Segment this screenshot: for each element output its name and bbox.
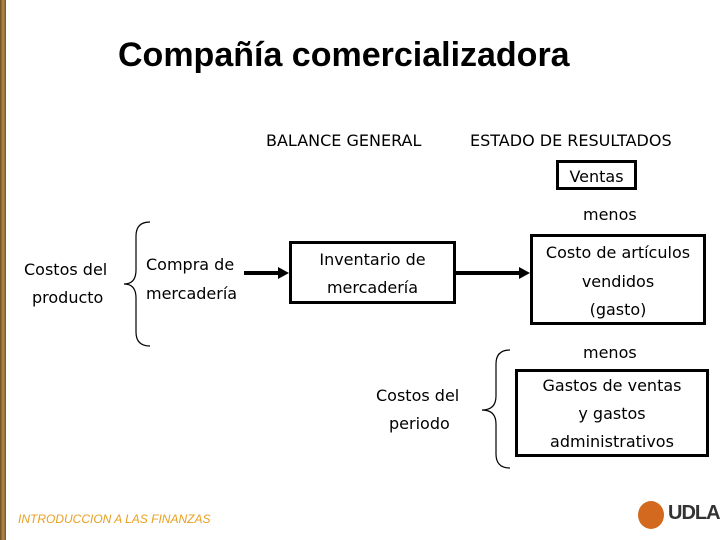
left-edge-decoration — [0, 0, 6, 540]
header-resultados: ESTADO DE RESULTADOS — [470, 131, 672, 150]
inventario-box: Inventario de mercadería — [289, 241, 456, 304]
gastos-line2: y gastos — [578, 404, 646, 423]
menos-label-2: menos — [583, 343, 637, 362]
ventas-label: Ventas — [569, 167, 624, 186]
menos-label: menos — [583, 205, 637, 224]
gastos-line1: Gastos de ventas — [542, 376, 682, 395]
compra-line1: Compra de — [146, 255, 235, 274]
costo-line3: (gasto) — [589, 300, 647, 319]
inventario-line2: mercadería — [326, 278, 419, 297]
costos-producto-line1: Costos del — [24, 260, 108, 279]
costo-line2: vendidos — [581, 272, 655, 291]
arrowhead-icon — [519, 267, 530, 279]
header-balance: BALANCE GENERAL — [266, 131, 422, 150]
gastos-box: Gastos de ventas y gastos administrativo… — [515, 369, 709, 457]
ventas-box: Ventas — [556, 160, 637, 190]
logo-mark-icon — [638, 501, 664, 529]
costo-line1: Costo de artículos — [545, 243, 691, 262]
udla-logo: UDLA — [638, 500, 720, 532]
brace-costos-producto — [123, 221, 151, 347]
costos-periodo-line1: Costos del — [376, 386, 460, 405]
costos-periodo-line2: periodo — [389, 414, 450, 433]
compra-line2: mercadería — [146, 284, 238, 303]
inventario-line1: Inventario de — [319, 250, 426, 269]
logo-text: UDLA — [668, 502, 720, 524]
costo-articulos-box: Costo de artículos vendidos (gasto) — [530, 234, 706, 325]
page-title: Compañía comercializadora — [118, 36, 570, 74]
costos-producto-line2: producto — [32, 288, 104, 307]
brace-costos-periodo — [481, 349, 511, 469]
gastos-line3: administrativos — [550, 432, 674, 451]
footer-course: INTRODUCCION A LAS FINANZAS — [18, 512, 211, 526]
arrowhead-icon — [278, 267, 289, 279]
